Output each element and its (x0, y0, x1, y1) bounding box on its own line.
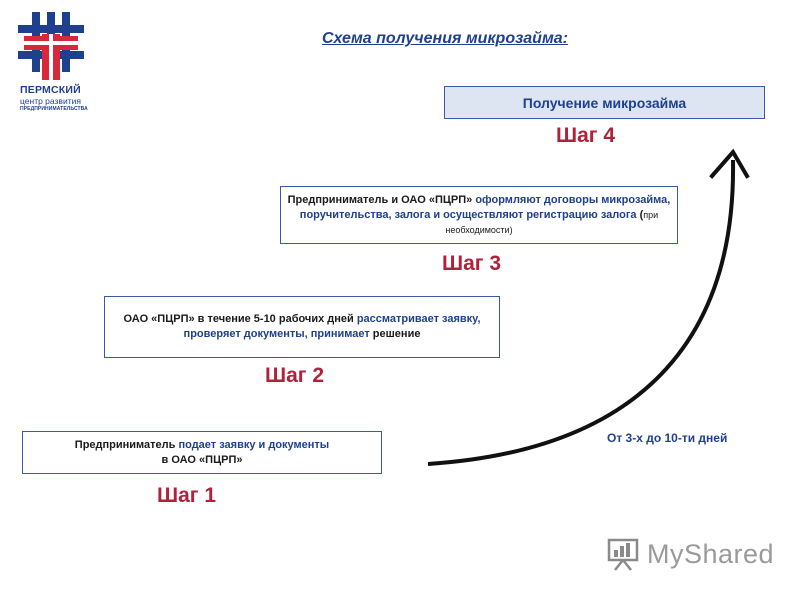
step-4-label: Шаг 4 (556, 124, 616, 147)
step-1-box: Предприниматель подает заявку и документ… (22, 431, 382, 474)
step-3-label: Шаг 3 (442, 252, 502, 275)
step-1-text-part: Предприниматель (74, 438, 179, 451)
logo-text-line3: ПРЕДПРИНИМАТЕЛЬСТВА (20, 106, 88, 112)
step-3-text-part: ( (636, 208, 644, 221)
step-2-text-part: рассматривает заявку, проверяет документ… (183, 313, 481, 340)
step-3-box: Предприниматель и ОАО «ПЦРП» оформляют д… (280, 186, 678, 244)
logo-text-line1: ПЕРМСКИЙ (20, 84, 81, 96)
step-3-text-part: при необходимости) (445, 209, 659, 235)
step-2-text-part: решение (369, 328, 421, 340)
logo-text-line2: центр развития (20, 96, 81, 106)
step-2-label: Шаг 2 (265, 364, 325, 387)
logo: ПЕРМСКИЙ центр развития ПРЕДПРИНИМАТЕЛЬС… (18, 12, 88, 112)
step-3-text-part: оформляют договоры микрозайма, поручител… (299, 193, 671, 221)
watermark: MyShared (605, 536, 775, 576)
step-3-text-part: Предприниматель и ОАО «ПЦРП» (287, 193, 476, 206)
step-1-text-part: в ОАО «ПЦРП» (161, 453, 243, 466)
step-1-label: Шаг 1 (157, 484, 217, 507)
duration-label: От 3-х до 10-ти дней (607, 431, 728, 445)
step-2-text-part: ОАО «ПЦРП» в течение 5-10 рабочих дней (123, 313, 357, 325)
cross-lattice-logo-icon (18, 12, 84, 80)
step-2-box: ОАО «ПЦРП» в течение 5-10 рабочих дней р… (104, 296, 500, 358)
presentation-board-icon (607, 538, 639, 571)
page-title: Схема получения микрозайма: (321, 30, 568, 47)
step-1-text-part: подает заявку и документы (178, 438, 330, 451)
step-4-box: Получение микрозайма (444, 86, 765, 119)
step-4-text: Получение микрозайма (522, 94, 687, 111)
arrow-head-icon (709, 148, 750, 179)
watermark-text: MyShared (647, 539, 775, 569)
